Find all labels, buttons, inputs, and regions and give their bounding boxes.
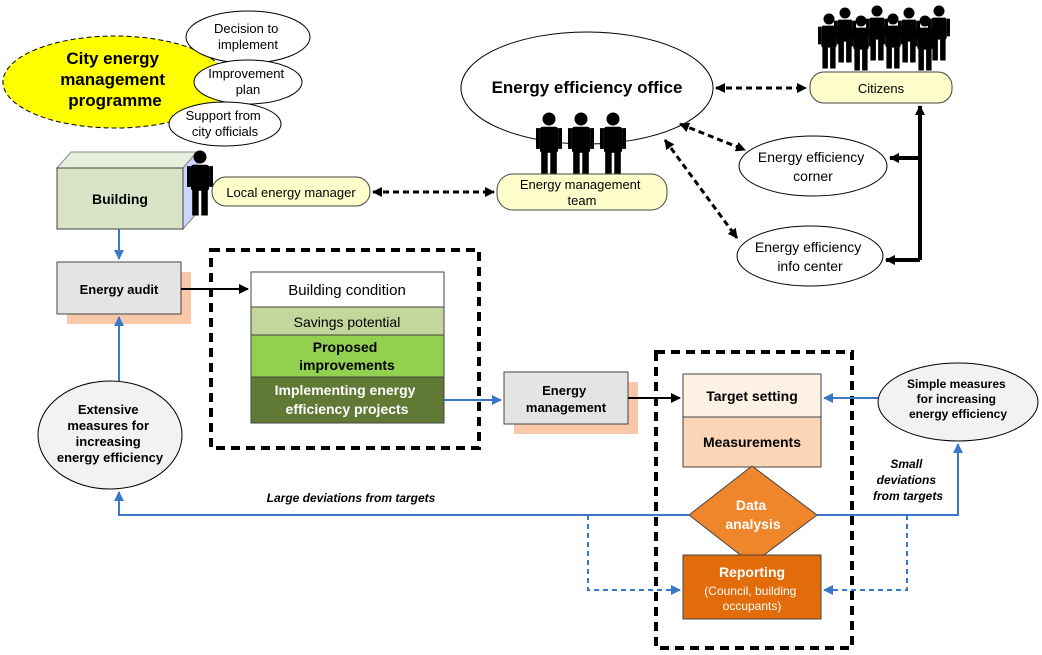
energy-management-label: Energy management xyxy=(526,383,607,415)
data-analysis-label: Data analysis xyxy=(725,497,780,532)
local-manager-box xyxy=(211,176,371,207)
local-manager-label: Local energy manager xyxy=(226,185,356,200)
corner-label: Energy efficiency corner xyxy=(758,149,868,184)
office-info-connector xyxy=(663,139,739,239)
support-ellipse xyxy=(168,101,282,147)
large-deviations-label: Large deviations from targets xyxy=(267,491,436,505)
team-label: Energy management team xyxy=(520,177,644,208)
building-box xyxy=(56,167,184,230)
energy-audit-label: Energy audit xyxy=(80,282,159,297)
audit-results-group: Building condition Savings potential Pro… xyxy=(209,248,481,450)
building-condition-label: Building condition xyxy=(288,282,406,299)
office-corner-connector xyxy=(679,122,746,152)
implementing-projects-label: Implementing energy efficiency projects xyxy=(275,382,420,417)
reporting-box xyxy=(682,554,822,620)
proposed-improvements-box xyxy=(250,334,445,378)
measurements-label: Measurements xyxy=(703,434,801,450)
savings-potential-label: Savings potential xyxy=(294,314,401,330)
data-analysis-diamond xyxy=(688,465,818,565)
citizens-box xyxy=(809,71,953,104)
simple-measures-label: Simple measures for increasing energy ef… xyxy=(907,377,1009,421)
building-label: Building xyxy=(92,191,148,207)
target-setting-label: Target setting xyxy=(706,388,798,404)
programme-title: City energy management programme xyxy=(60,49,170,110)
simple-measures-ellipse xyxy=(877,362,1039,442)
office-title: Energy efficiency office xyxy=(492,78,683,97)
audit-results-frame xyxy=(209,248,481,450)
reporting-sub-label: (Council, building occupants) xyxy=(704,584,799,613)
extensive-measures-label: Extensive measures for increasing energy… xyxy=(57,402,164,465)
extensive-measures-ellipse xyxy=(37,380,183,490)
measures-group: Extensive measures for increasing energy… xyxy=(37,362,1039,505)
small-deviations-label: Small deviations from targets xyxy=(873,457,943,503)
building-group: Building Local energy manager Energy aud… xyxy=(55,150,371,324)
implementing-projects-box xyxy=(250,376,445,424)
reporting-label: Reporting xyxy=(719,564,785,580)
large-dev-to-reporting xyxy=(587,515,681,595)
large-deviation-line xyxy=(114,491,689,516)
energy-management-box xyxy=(503,371,629,425)
citizens-label: Citizens xyxy=(858,81,905,96)
cycle-frame xyxy=(654,350,854,650)
energy-management-group: Energy management xyxy=(503,371,638,434)
office-group: Energy efficiency office Energy manageme… xyxy=(460,5,953,287)
cycle-group: Target setting Measurements Data analysi… xyxy=(654,350,854,650)
building-condition-box xyxy=(250,271,445,308)
building-box-top xyxy=(55,151,199,169)
info-center-ellipse xyxy=(736,225,884,287)
small-deviation-line xyxy=(817,443,963,516)
info-center-label: Energy efficiency info center xyxy=(755,239,865,274)
connectors xyxy=(114,83,963,595)
savings-potential-box xyxy=(250,306,445,336)
target-setting-box xyxy=(682,373,822,418)
decision-label: Decision to implement xyxy=(214,21,282,52)
proposed-improvements-label: Proposed improvements xyxy=(299,339,395,373)
citizens-crowd-icon xyxy=(818,5,950,71)
measurements-box xyxy=(682,416,822,468)
programme-group: City energy management programme Decisio… xyxy=(2,10,311,147)
small-dev-to-reporting xyxy=(823,515,908,595)
support-label: Support from city officials xyxy=(186,108,265,139)
improvement-plan-label: Improvement plan xyxy=(208,66,288,97)
corner-ellipse xyxy=(738,135,888,197)
